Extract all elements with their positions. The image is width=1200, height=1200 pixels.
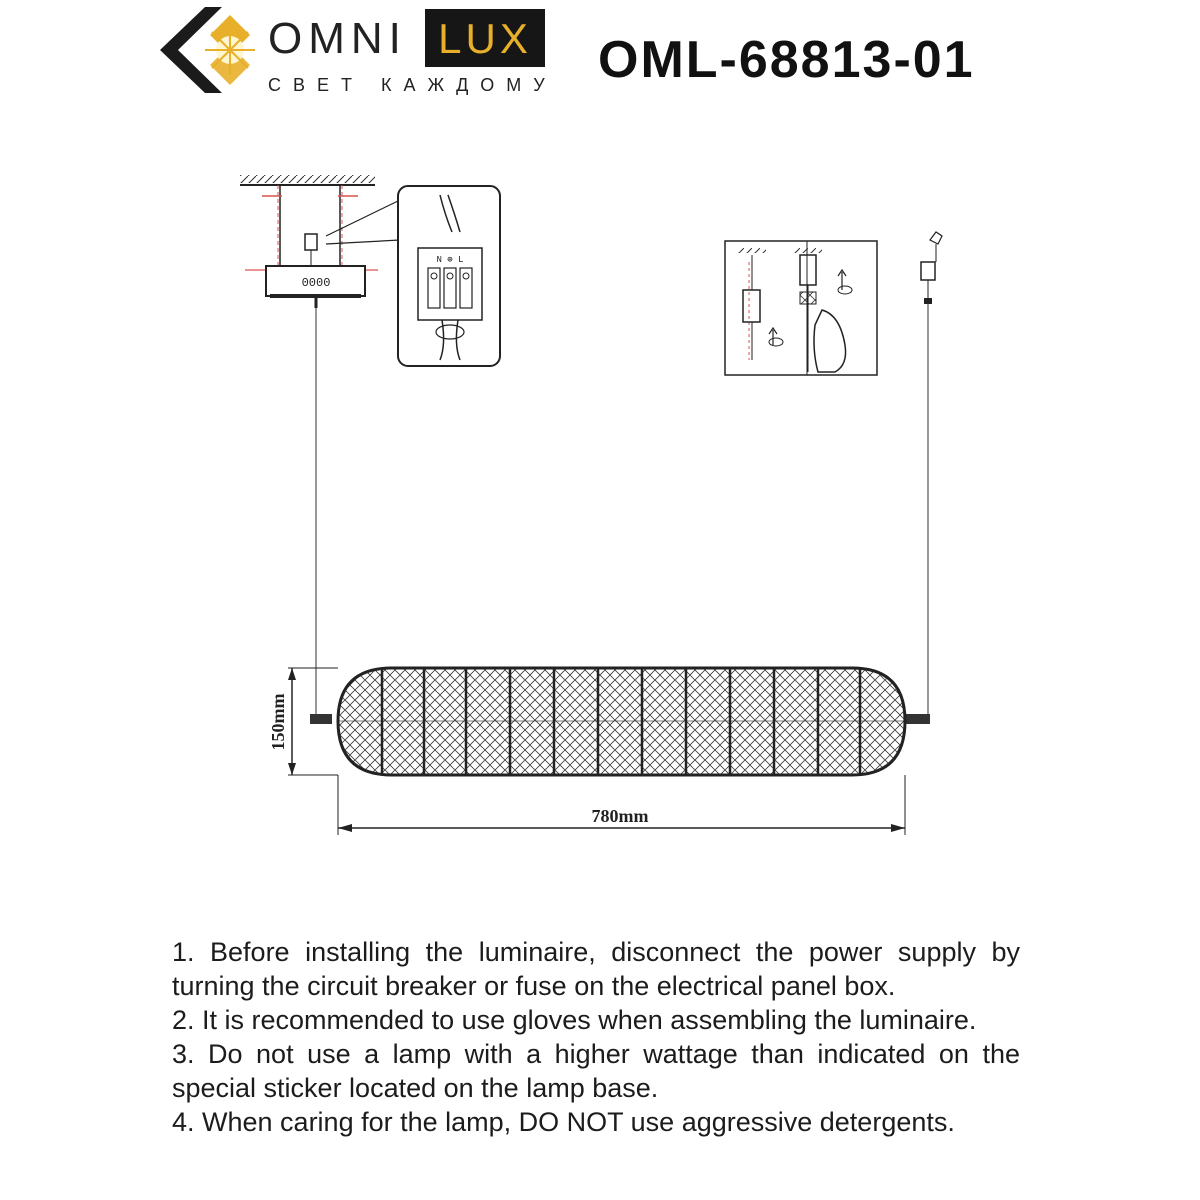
wiring-detail-panel: N ⊕ L: [397, 185, 501, 367]
ceiling-mount: 0000: [240, 175, 378, 308]
canopy-label: 0000: [302, 276, 331, 290]
luminaire-body: [310, 666, 930, 777]
technical-drawing: 0000 N ⊕ L: [240, 175, 943, 835]
logo-mark-icon: [160, 7, 255, 93]
height-label: 150mm: [268, 694, 288, 751]
safety-notes: 1. Before installing the luminaire, disc…: [172, 935, 1020, 1139]
terminal-labels: N ⊕ L: [436, 255, 463, 265]
brand-name-lux-badge: LUX: [425, 9, 545, 67]
width-dimension: 780mm: [337, 775, 906, 835]
note-4: 4. When caring for the lamp, DO NOT use …: [172, 1107, 955, 1137]
note-3: 3. Do not use a lamp with a higher watta…: [172, 1039, 1020, 1103]
brand-name-omni: OMNI: [268, 14, 407, 63]
brand-name-lux: LUX: [438, 15, 532, 62]
height-dimension: 150mm: [268, 667, 338, 776]
model-number: OML-68813-01: [598, 31, 975, 89]
note-1: 1. Before installing the luminaire, disc…: [172, 937, 1020, 1001]
right-suspension-cable: [920, 231, 943, 718]
callout-line: [325, 199, 401, 237]
brand-logo: OMNI LUX СВЕТ КАЖДОМУ: [150, 5, 570, 105]
width-label: 780mm: [592, 806, 649, 826]
brand-tagline: СВЕТ КАЖДОМУ: [268, 75, 557, 95]
height-adjust-detail-panel: [724, 240, 878, 376]
note-2: 2. It is recommended to use gloves when …: [172, 1005, 977, 1035]
